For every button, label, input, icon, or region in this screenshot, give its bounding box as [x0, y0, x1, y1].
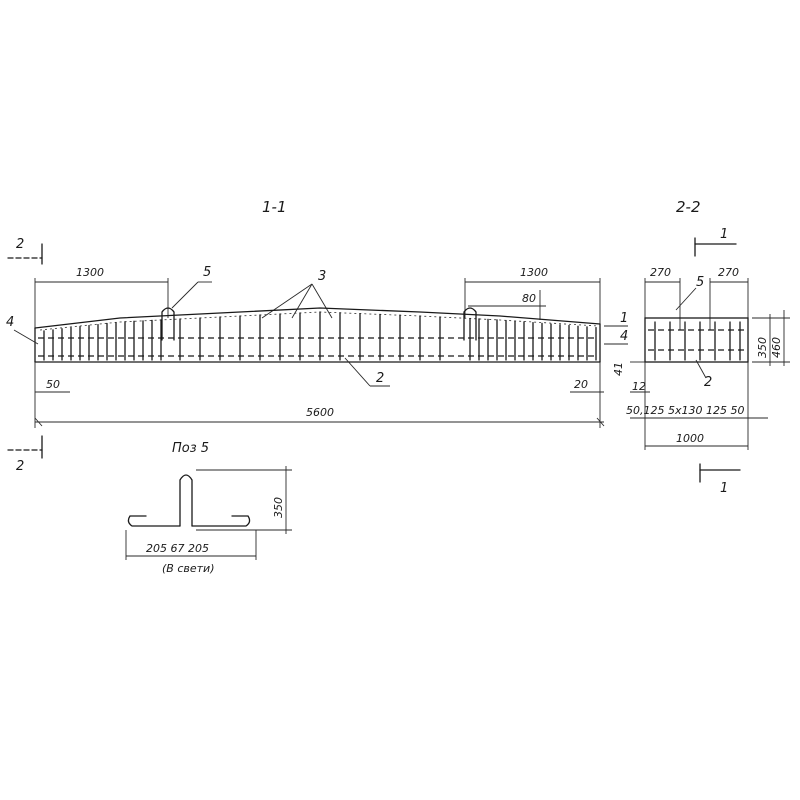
dim-80: 80	[468, 290, 546, 320]
pos5-title: Поз 5	[172, 441, 209, 456]
dim-41-text: 41	[612, 362, 625, 376]
callout-5-section: 5	[675, 275, 704, 311]
beam-elevation	[34, 307, 601, 363]
dim-41-12: 41 12	[612, 361, 650, 393]
callout-4-right-text: 4	[620, 329, 628, 344]
dim-spacing-bottom: 50,125 5x130 125 50	[626, 362, 768, 450]
pos5-bar-shape: 350 205 67 205 (В свети)	[125, 466, 292, 575]
dim-1000-text: 1000	[676, 432, 704, 445]
cut-mark-1-top: 1	[694, 227, 737, 257]
dim-end-right-text: 20	[574, 378, 588, 391]
section-2-2-title: 2-2	[676, 198, 701, 216]
dim-270-left-text: 270	[650, 266, 671, 279]
callout-2: 2	[344, 357, 390, 387]
cross-section-body	[644, 317, 749, 363]
callout-4-left-text: 4	[6, 315, 14, 330]
callout-2-section: 2	[695, 359, 712, 390]
callout-3-text: 3	[318, 269, 326, 284]
cut-1-bottom-label: 1	[720, 481, 728, 496]
pos5-note-text: (В свети)	[162, 562, 214, 575]
dim-80-text: 80	[522, 292, 536, 305]
dim-1300-right-text: 1300	[520, 266, 548, 279]
dim-spacing-text: 50,125 5x130 125 50	[626, 404, 744, 417]
cut-2-bottom-label: 2	[16, 459, 24, 474]
callout-5-section-text: 5	[696, 275, 704, 290]
callout-2-section-text: 2	[704, 375, 712, 390]
dim-5600-text: 5600	[306, 406, 334, 419]
dim-1300-left-text: 1300	[76, 266, 104, 279]
dim-270-right-text: 270	[718, 266, 739, 279]
pos5-dim-bottom-text: 205 67 205	[146, 542, 209, 555]
cut-mark-2-left: 2 2	[7, 237, 43, 474]
callout-3: 3	[261, 269, 333, 319]
dim-350-text: 350	[756, 337, 769, 358]
dim-end-left-text: 50	[46, 378, 60, 391]
cut-2-top-label: 2	[16, 237, 24, 252]
dim-1300-left: 1300	[34, 266, 169, 330]
cut-mark-1-bottom: 1	[699, 463, 741, 496]
pos5-dim-350-text: 350	[272, 497, 285, 518]
callout-1-text: 1	[620, 311, 628, 326]
dim-end-offsets: 50 20	[34, 362, 604, 428]
callout-4-left: 4	[6, 315, 39, 345]
stirrup-group	[43, 311, 597, 361]
lifting-loop-left	[161, 307, 175, 341]
callout-5-text: 5	[203, 265, 211, 280]
dim-12-text: 12	[632, 380, 646, 393]
lifting-loop-right	[463, 307, 477, 341]
section-1-1-title: 1-1	[262, 198, 287, 216]
dim-5600: 5600	[34, 406, 605, 427]
dim-1000: 1000	[645, 432, 748, 447]
callout-4-right: 1 4	[604, 311, 628, 345]
dim-460-text: 460	[770, 337, 783, 358]
dim-vertical-section: 350 460	[752, 310, 790, 366]
callout-5-left: 5	[171, 265, 212, 309]
callout-2-text: 2	[376, 371, 384, 386]
cut-1-top-label: 1	[720, 227, 728, 242]
